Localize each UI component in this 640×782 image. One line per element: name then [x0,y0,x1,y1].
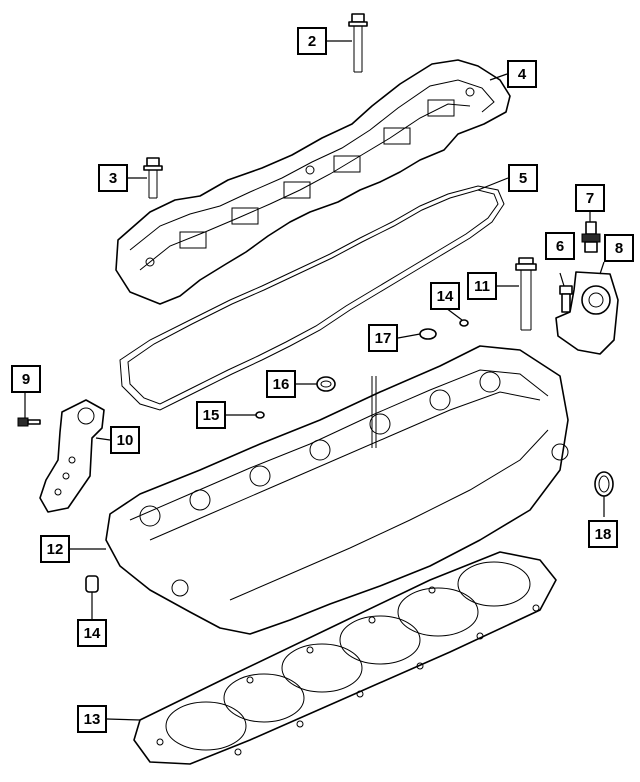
callout-3[interactable]: 3 [98,164,128,192]
cylinder-head-icon [105,345,569,635]
bolt-6-icon [559,285,573,313]
callout-17[interactable]: 17 [368,324,398,352]
sensor-7-icon [581,221,601,253]
callout-4[interactable]: 4 [507,60,537,88]
bolt-9-icon [17,417,41,427]
leader-lines [24,40,605,721]
callout-9[interactable]: 9 [11,365,41,393]
callout-13[interactable]: 13 [77,705,107,733]
dowel-14-bottom-icon [85,575,99,593]
lifting-bracket-10-icon [39,399,105,513]
callout-14-bottom[interactable]: 14 [77,619,107,647]
bolt-3-icon [143,157,163,199]
valve-cover-housing-icon [115,59,511,305]
seal-18-icon [594,471,614,497]
callout-18[interactable]: 18 [588,520,618,548]
callout-14-top[interactable]: 14 [430,282,460,310]
callout-5[interactable]: 5 [508,164,538,192]
callout-8[interactable]: 8 [604,234,634,262]
callout-6[interactable]: 6 [545,232,575,260]
valve-cover-gasket-icon [119,185,505,411]
bracket-8-icon [555,271,619,355]
stud-bolt-11-icon [515,257,537,331]
callout-7[interactable]: 7 [575,184,605,212]
seal-16-icon [316,376,336,392]
head-gasket-icon [133,551,557,765]
callout-10[interactable]: 10 [110,426,140,454]
bolt-2-icon [348,13,368,73]
plug-14-top-icon [459,319,469,327]
callout-15[interactable]: 15 [196,401,226,429]
callout-2[interactable]: 2 [297,27,327,55]
o-ring-17-icon [419,328,437,340]
ring-15-icon [255,411,265,419]
callout-11[interactable]: 11 [467,272,497,300]
callout-16[interactable]: 16 [266,370,296,398]
callout-12[interactable]: 12 [40,535,70,563]
